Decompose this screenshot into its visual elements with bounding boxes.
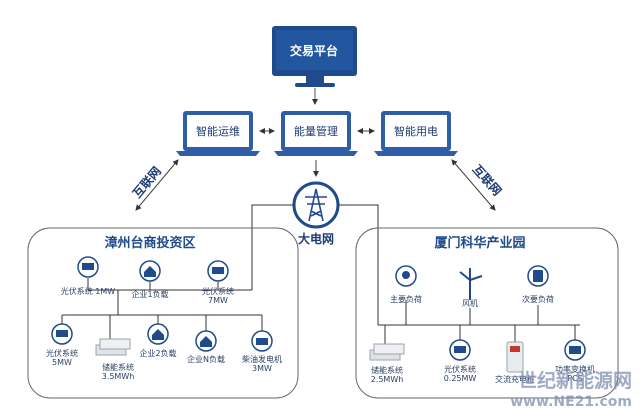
svg-text:光伏系统: 光伏系统: [46, 348, 78, 358]
solar-panel-icon: [82, 263, 94, 270]
svg-text:企业2负载: 企业2负载: [139, 348, 176, 358]
trade-platform-label: 交易平台: [290, 43, 338, 58]
lightbulb-icon: [402, 271, 410, 279]
svg-text:光伏系统 1MW: 光伏系统 1MW: [61, 286, 116, 296]
energy-mgmt-node: 能量管理: [274, 111, 358, 156]
battery-storage-icon: [369, 343, 405, 361]
svg-text:次要负荷: 次要负荷: [522, 294, 554, 304]
solar-panel-icon: [454, 346, 466, 353]
svg-text:企业1负载: 企业1负载: [131, 289, 168, 299]
building-icon: [200, 336, 212, 347]
smart-power-node: 智能用电: [374, 111, 458, 156]
solar-panel-icon: [56, 330, 68, 337]
zhangzhou-title: 漳州台商投资区: [104, 235, 195, 251]
ev-charger: 交流充电桩: [495, 341, 535, 384]
svg-text:3.5MWh: 3.5MWh: [102, 372, 135, 381]
main-load: 主要负荷: [390, 265, 422, 304]
svg-text:光伏系统: 光伏系统: [202, 286, 234, 296]
svg-text:储能系统: 储能系统: [102, 362, 134, 372]
pv-0-25mw: 光伏系统 0.25MW: [444, 339, 477, 383]
power-grid-node: 大电网: [292, 181, 340, 246]
energy-mgmt-label: 能量管理: [294, 124, 338, 138]
trade-platform-node: 交易平台: [272, 26, 357, 87]
svg-text:3MW: 3MW: [252, 364, 272, 373]
svg-text:柴油发电机: 柴油发电机: [242, 354, 282, 364]
transmission-tower-icon: [305, 188, 327, 222]
internet-label-right: 互联网: [470, 162, 505, 198]
svg-text:光伏系统: 光伏系统: [444, 364, 476, 374]
converter-icon: [569, 346, 581, 354]
storage-2-5mwh: 储能系统 2.5MWh: [369, 343, 405, 384]
secondary-load: 次要负荷: [522, 265, 554, 304]
smart-power-label: 智能用电: [394, 124, 438, 138]
building-icon: [144, 266, 156, 277]
internet-arrow-right: [451, 159, 496, 211]
watermark-cn: 世纪新能源网: [518, 369, 632, 392]
svg-text:7MW: 7MW: [208, 296, 228, 305]
xiamen-title: 厦门科华产业园: [434, 235, 525, 251]
svg-text:2.5MWh: 2.5MWh: [371, 375, 404, 384]
svg-text:储能系统: 储能系统: [371, 365, 403, 375]
smart-ops-label: 智能运维: [196, 124, 240, 138]
svg-text:PCS: PCS: [567, 374, 583, 383]
svg-text:主要负荷: 主要负荷: [390, 294, 422, 304]
grid-link-left: [251, 204, 294, 290]
watermark-url: www.NE21.com: [510, 394, 632, 410]
xiamen-zone: [355, 227, 619, 399]
load-2: 企业2负载: [139, 323, 177, 358]
diesel-generator: 柴油发电机 3MW: [242, 330, 282, 373]
svg-text:企业N负载: 企业N负载: [187, 354, 225, 364]
battery-storage-icon: [95, 338, 131, 356]
solar-panel-icon: [212, 267, 224, 274]
pv-1mw: 光伏系统 1MW: [61, 256, 116, 296]
svg-text:风机: 风机: [462, 298, 478, 308]
wind-turbine: 风机: [459, 268, 483, 308]
smart-ops-node: 智能运维: [176, 111, 260, 156]
wind-turbine-icon: [459, 268, 483, 300]
pcs-converter: 功率变换机 PCS: [555, 339, 595, 383]
internet-arrow-left: [135, 159, 179, 211]
building-icon: [152, 329, 164, 340]
svg-text:0.25MW: 0.25MW: [444, 374, 477, 383]
svg-text:交流充电桩: 交流充电桩: [495, 374, 535, 384]
grid-link-right: [338, 204, 379, 325]
svg-text:5MW: 5MW: [52, 358, 72, 367]
grid-label: 大电网: [298, 231, 334, 246]
generator-icon: [256, 338, 268, 345]
pv-5mw: 光伏系统 5MW: [46, 323, 78, 367]
svg-text:功率变换机: 功率变换机: [555, 364, 595, 374]
storage-3-5mwh: 储能系统 3.5MWh: [95, 338, 135, 381]
zhangzhou-zone: [27, 227, 299, 399]
pv-7mw: 光伏系统 7MW: [202, 260, 234, 305]
load-n: 企业N负载: [187, 330, 225, 364]
appliance-icon: [533, 270, 543, 282]
load-1: 企业1负载: [131, 260, 169, 299]
